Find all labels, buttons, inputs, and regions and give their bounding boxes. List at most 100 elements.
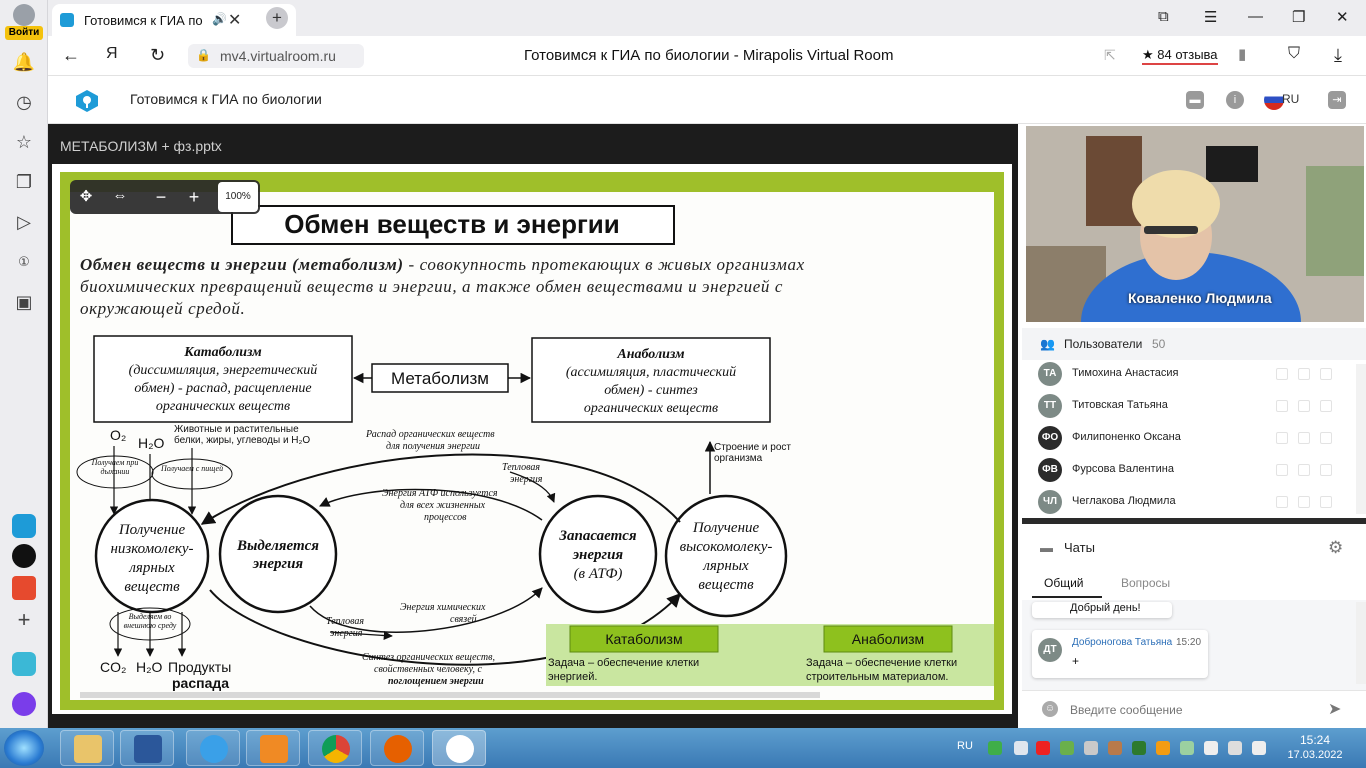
protect-icon[interactable]: ⛉: [1288, 45, 1301, 62]
user-row[interactable]: ТТ Титовская Татьяна: [1022, 390, 1356, 422]
download-icon[interactable]: ⤓: [1334, 45, 1342, 65]
url-field[interactable]: 🔒 mv4.virtualroom.ru: [188, 44, 364, 68]
gear-icon[interactable]: ⚙: [1328, 538, 1344, 557]
login-button[interactable]: Войти: [5, 4, 43, 40]
mail-app-icon[interactable]: [12, 576, 36, 600]
catabolism-line1: (диссимиляция, энергетический: [129, 363, 318, 378]
russian-flag-icon[interactable]: [1264, 90, 1284, 110]
tray-icon[interactable]: [1014, 741, 1028, 755]
tray-icon[interactable]: [1060, 741, 1074, 755]
taskbar-word[interactable]: [120, 730, 174, 766]
restore-icon[interactable]: ❐: [1292, 9, 1306, 26]
bookmark-icon[interactable]: ▮: [1238, 46, 1247, 63]
tab-sound-icon[interactable]: 🔊: [212, 12, 227, 26]
tray-icon[interactable]: [1180, 741, 1194, 755]
network-icon[interactable]: [1228, 741, 1242, 755]
voice-assistant-icon[interactable]: [12, 692, 36, 716]
close-window-icon[interactable]: ✕: [1336, 9, 1349, 26]
star-icon[interactable]: ☆: [15, 132, 33, 152]
user-row[interactable]: ЧЛ Чеглакова Людмила: [1022, 486, 1356, 518]
taskbar-media[interactable]: [246, 730, 300, 766]
camera-icon[interactable]: [1298, 400, 1310, 412]
h2o-label: H₂O: [138, 435, 165, 451]
user-name: Фурсова Валентина: [1072, 463, 1174, 475]
users-header[interactable]: 👥 Пользователи 50: [1022, 328, 1366, 360]
tab-questions[interactable]: Вопросы: [1121, 576, 1171, 590]
bookmark-manager-icon[interactable]: ⧉: [1158, 8, 1169, 25]
screen-icon[interactable]: [1320, 400, 1332, 412]
play-icon[interactable]: ▷: [17, 212, 31, 232]
volume-icon[interactable]: [1252, 741, 1266, 755]
folder-icon[interactable]: ▬: [1186, 91, 1204, 109]
camera-icon[interactable]: [1298, 432, 1310, 444]
tab-general[interactable]: Общий: [1044, 576, 1084, 590]
camera-icon[interactable]: ▣: [15, 292, 33, 312]
mic-icon[interactable]: [1276, 432, 1288, 444]
tray-icon[interactable]: [1156, 741, 1170, 755]
camera-icon[interactable]: [1298, 368, 1310, 380]
taskbar-yandex[interactable]: [432, 730, 486, 766]
alisa-app-icon[interactable]: [12, 544, 36, 568]
collections-icon[interactable]: ❐: [15, 172, 33, 192]
screen-icon[interactable]: [1320, 368, 1332, 380]
messenger-app-icon[interactable]: [12, 652, 36, 676]
users-scrollbar[interactable]: [1356, 364, 1366, 514]
tray-icon[interactable]: [988, 741, 1002, 755]
input-language[interactable]: RU: [957, 740, 973, 752]
bell-icon[interactable]: 🔔: [12, 52, 36, 72]
history-icon[interactable]: ◷: [16, 92, 32, 112]
yandex-icon[interactable]: Я: [106, 45, 118, 62]
info-icon[interactable]: i: [1226, 91, 1244, 109]
user-row[interactable]: ТА Тимохина Анастасия: [1022, 358, 1356, 390]
minimize-icon[interactable]: —: [1248, 8, 1263, 25]
send-icon[interactable]: ➤: [1328, 701, 1342, 718]
language-label[interactable]: RU: [1282, 92, 1300, 106]
share-icon[interactable]: ⇱: [1104, 47, 1116, 63]
reviews-link[interactable]: ★ 84 отзыва: [1142, 47, 1218, 65]
exit-icon[interactable]: ⇥: [1328, 91, 1346, 109]
tab-close-icon[interactable]: ✕: [228, 12, 242, 29]
one-icon[interactable]: ①: [18, 254, 30, 269]
new-tab-button[interactable]: +: [266, 7, 288, 29]
taskbar-chrome[interactable]: [308, 730, 362, 766]
tray-icon[interactable]: [1132, 741, 1146, 755]
emoji-icon[interactable]: ☺: [1042, 701, 1058, 717]
taskbar-explorer[interactable]: [60, 730, 114, 766]
chat-input[interactable]: [1070, 699, 1320, 721]
fit-width-icon[interactable]: ⇔: [112, 187, 128, 204]
tab-active[interactable]: Готовимся к ГИА по 🔊 ✕: [52, 4, 296, 36]
screen-icon[interactable]: [1320, 496, 1332, 508]
user-avatar: ФВ: [1038, 458, 1062, 482]
screen-icon[interactable]: [1320, 464, 1332, 476]
add-app-icon[interactable]: +: [17, 607, 31, 632]
tray-icon[interactable]: [1108, 741, 1122, 755]
tray-icon[interactable]: [1084, 741, 1098, 755]
reload-icon[interactable]: ↻: [150, 45, 166, 65]
pan-icon[interactable]: ✥: [79, 188, 93, 205]
camera-icon[interactable]: [1298, 464, 1310, 476]
chat-scrollbar[interactable]: [1356, 602, 1366, 684]
zoom-level[interactable]: 100%: [218, 182, 258, 212]
mic-icon[interactable]: [1276, 464, 1288, 476]
zoom-in-button[interactable]: +: [188, 187, 200, 207]
mic-icon[interactable]: [1276, 496, 1288, 508]
flag-icon[interactable]: [1204, 741, 1218, 755]
camera-icon[interactable]: [1298, 496, 1310, 508]
mirapolis-app-icon[interactable]: [12, 514, 36, 538]
clock[interactable]: 15:24 17.03.2022: [1280, 733, 1350, 761]
panel-splitter[interactable]: [1022, 518, 1366, 524]
screen-icon[interactable]: [1320, 432, 1332, 444]
start-button[interactable]: [4, 730, 44, 766]
zoom-out-button[interactable]: −: [155, 187, 167, 207]
mic-icon[interactable]: [1276, 400, 1288, 412]
taskbar-ie[interactable]: [186, 730, 240, 766]
menu-icon[interactable]: ☰: [1204, 9, 1218, 26]
mic-icon[interactable]: [1276, 368, 1288, 380]
tray-icon[interactable]: [1036, 741, 1050, 755]
catabolism-line2: обмен) - распад, расщепление: [134, 381, 311, 396]
back-icon[interactable]: ←: [62, 45, 80, 65]
taskbar-firefox[interactable]: [370, 730, 424, 766]
user-row[interactable]: ФО Филипоненко Оксана: [1022, 422, 1356, 454]
speaker-name: Коваленко Людмила: [1128, 290, 1272, 306]
user-row[interactable]: ФВ Фурсова Валентина: [1022, 454, 1356, 486]
